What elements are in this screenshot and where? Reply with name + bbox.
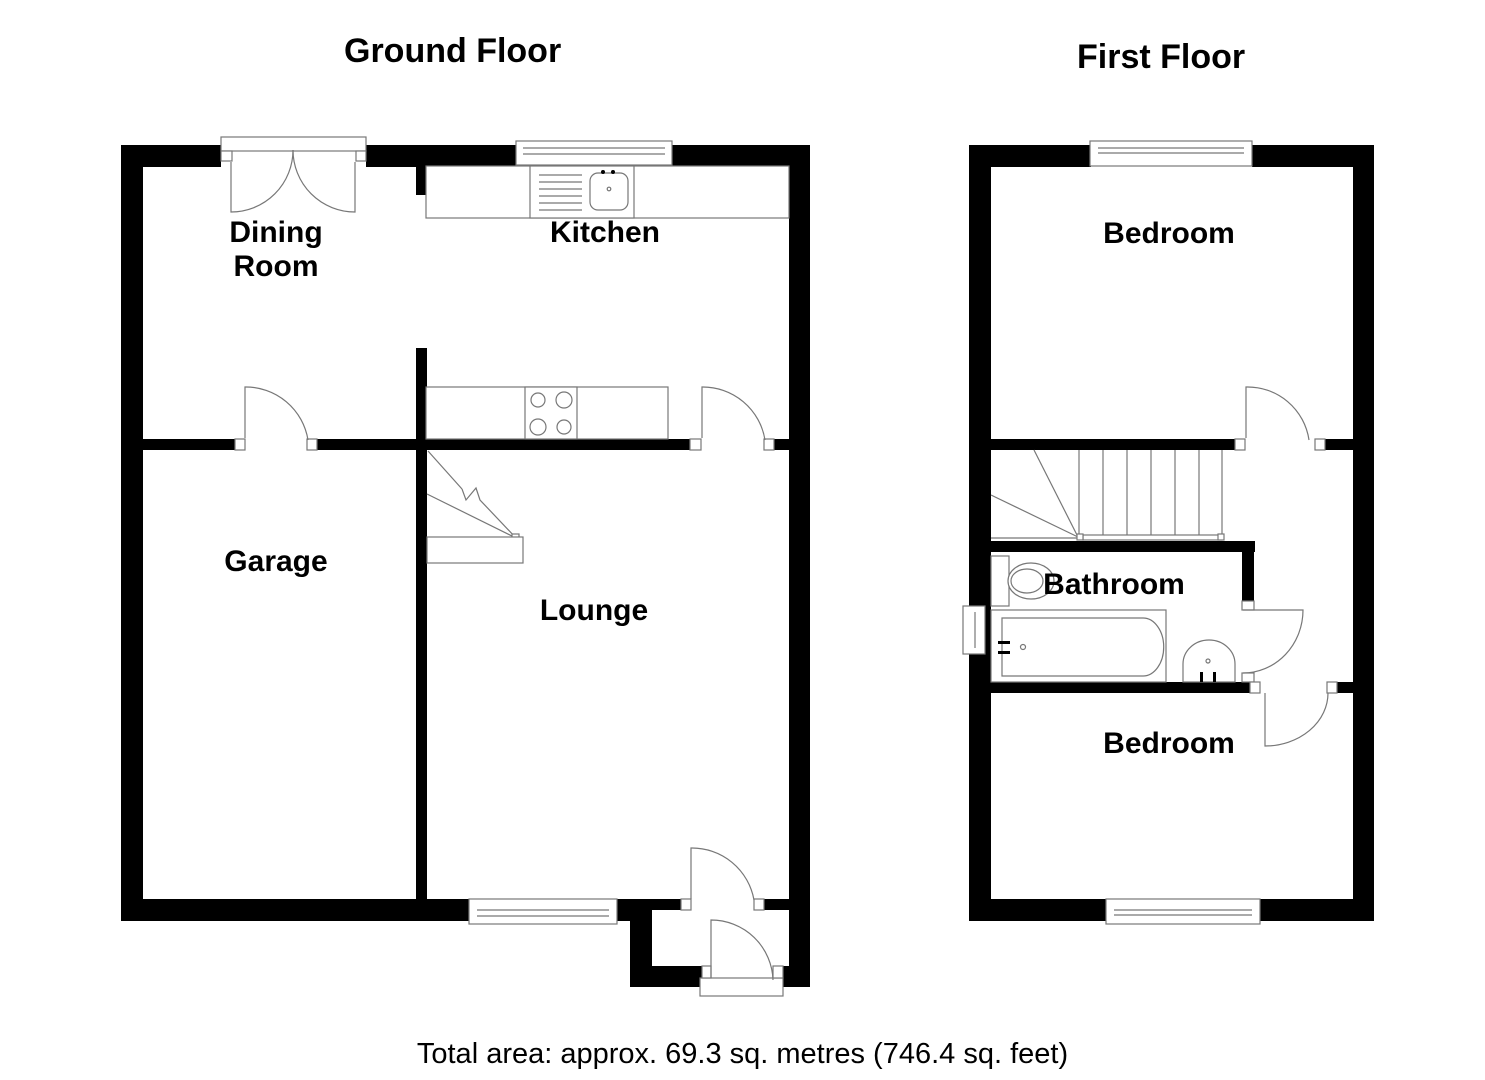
first-floor-title: First Floor [1077, 38, 1246, 76]
room-label-bathroom: Bathroom [1043, 568, 1185, 601]
room-label-dining-room: Dining Room [206, 216, 346, 284]
ground-floor-fixtures [220, 136, 790, 997]
first-floor-fixtures [962, 140, 1338, 925]
dining-label-line2: Room [233, 250, 319, 283]
dining-label-line1: Dining [229, 216, 323, 249]
room-label-lounge: Lounge [539, 594, 649, 627]
first-floor-walls [969, 145, 1374, 921]
room-label-garage: Garage [224, 545, 328, 578]
room-label-bedroom-top: Bedroom [1103, 217, 1235, 250]
total-area-caption: Total area: approx. 69.3 sq. metres (746… [416, 1038, 1069, 1070]
ground-floor-title: Ground Floor [344, 32, 562, 70]
room-label-bedroom-bottom: Bedroom [1103, 727, 1235, 760]
room-label-kitchen: Kitchen [549, 216, 660, 249]
ground-floor-walls [121, 145, 810, 987]
